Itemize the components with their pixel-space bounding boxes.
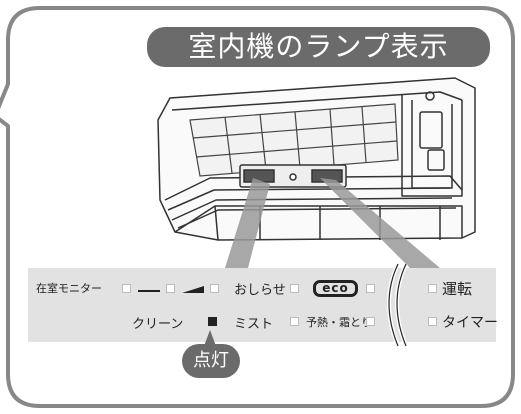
label-timer: タイマー <box>442 315 498 331</box>
title-banner: 室内機のランプ表示 <box>147 27 490 67</box>
bar-level-low <box>138 290 160 292</box>
lamp-timer <box>428 317 437 326</box>
lit-badge: 点灯 <box>182 344 240 378</box>
lamp-operation <box>428 284 437 293</box>
label-clean: クリーン <box>132 317 184 332</box>
lamp-room-monitor-1 <box>122 284 131 293</box>
lamp-panel <box>28 268 496 342</box>
callout-left <box>225 178 270 268</box>
lamp-room-monitor-2 <box>166 284 175 293</box>
lamp-clean <box>208 317 217 326</box>
label-operation: 運転 <box>442 280 473 298</box>
label-mist: ミスト <box>234 317 274 332</box>
lamp-room-monitor-3 <box>210 284 219 293</box>
separator-curves <box>387 263 408 347</box>
badge-pointer <box>204 330 216 346</box>
label-preheat-defrost: 予熱・霜とり <box>306 316 372 329</box>
filter-grid <box>189 103 399 177</box>
lamp-preheat-defrost <box>366 317 375 326</box>
lamp-notification <box>290 284 299 293</box>
eco-logo: eco <box>313 280 358 297</box>
label-notification: おしらせ <box>234 283 286 298</box>
lamp-mist <box>290 317 299 326</box>
callout-right <box>320 178 440 268</box>
label-room-monitor: 在室モニター <box>36 282 102 295</box>
lamp-eco <box>366 284 375 293</box>
bar-level-high <box>182 286 204 293</box>
